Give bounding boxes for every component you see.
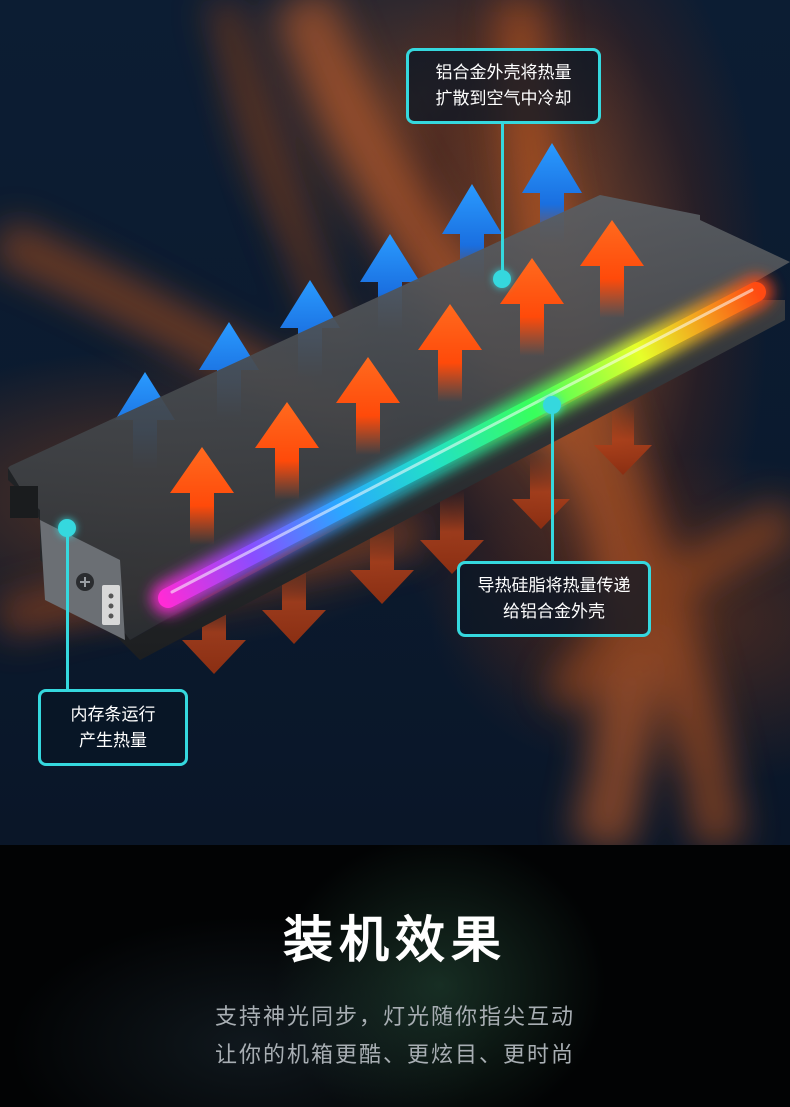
callout-left-line bbox=[66, 530, 69, 689]
callout-left-line1: 内存条运行 bbox=[70, 704, 156, 725]
rgb-light-bar bbox=[151, 275, 773, 615]
heat-up-arrows bbox=[170, 220, 644, 545]
section-subtitle-line1: 支持神光同步，灯光随你指尖互动 bbox=[214, 1005, 575, 1030]
section-title: 装机效果 bbox=[283, 911, 507, 969]
heat-down-arrows bbox=[182, 405, 652, 674]
callout-right-line2: 给铝合金外壳 bbox=[503, 602, 605, 622]
callout-aluminum-shell: 铝合金外壳将热量 扩散到空气中冷却 bbox=[406, 48, 601, 124]
heat-flow-graphic bbox=[0, 0, 790, 845]
callout-left-line2: 产生热量 bbox=[79, 730, 147, 751]
callout-left-dot bbox=[58, 519, 76, 537]
section-subtitle-line2: 让你的机箱更酷、更炫目、更时尚 bbox=[214, 1043, 575, 1068]
callout-top-line bbox=[501, 124, 504, 276]
callout-thermal-paste: 导热硅脂将热量传递 给铝合金外壳 bbox=[457, 561, 651, 637]
callout-top-line2: 扩散到空气中冷却 bbox=[435, 89, 572, 109]
product-illustration: 铝合金外壳将热量 扩散到空气中冷却 导热硅脂将热量传递 给铝合金外壳 内存条运行… bbox=[0, 0, 790, 845]
callout-right-dot bbox=[543, 396, 561, 414]
callout-top-line1: 铝合金外壳将热量 bbox=[435, 63, 572, 83]
installation-section: 装机效果 支持神光同步，灯光随你指尖互动 让你的机箱更酷、更炫目、更时尚 bbox=[0, 845, 790, 1107]
callout-top-dot bbox=[493, 270, 511, 288]
callout-right-line1: 导热硅脂将热量传递 bbox=[477, 576, 631, 596]
callout-right-line bbox=[551, 405, 554, 561]
callout-memory-heat: 内存条运行 产生热量 bbox=[38, 689, 188, 766]
module-end-cap bbox=[10, 486, 125, 640]
